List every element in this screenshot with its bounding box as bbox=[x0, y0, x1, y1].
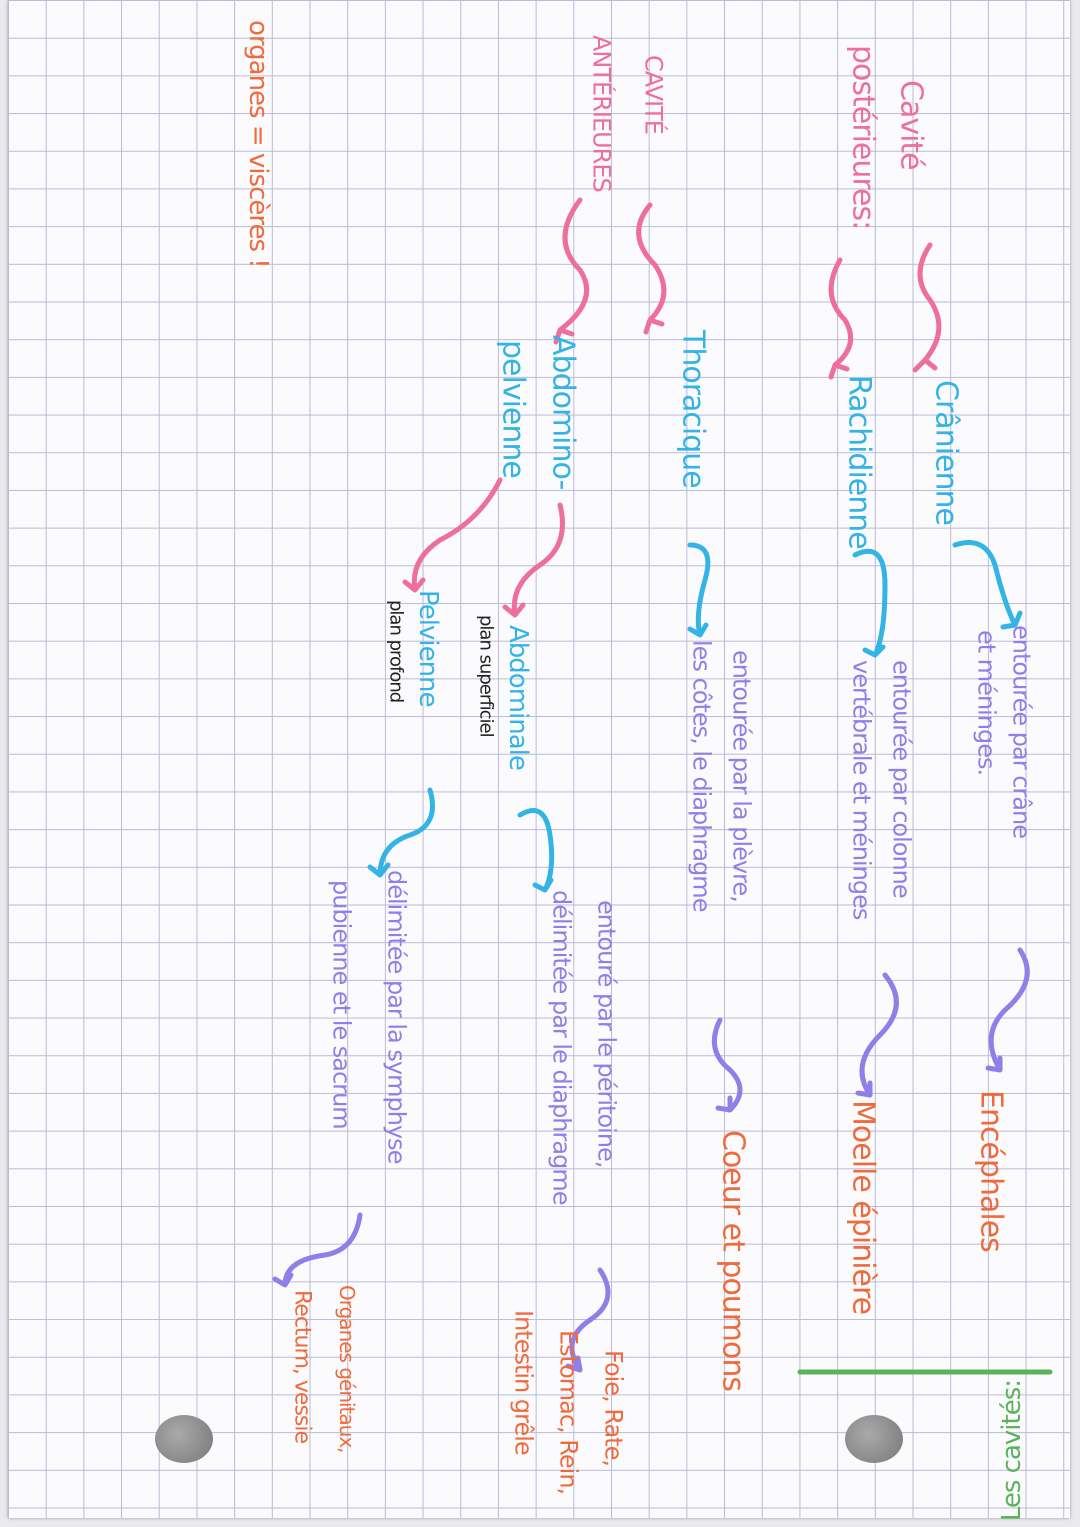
spinal-organs: Moelle épinière bbox=[845, 1100, 881, 1315]
punch-hole bbox=[155, 1415, 213, 1463]
graph-paper-sheet bbox=[8, 0, 1070, 1518]
thoracic-cavity: Thoracique bbox=[675, 330, 711, 488]
abdominal-desc-2: délimitée par le diaphragme bbox=[547, 890, 576, 1205]
abdominopelvic-cavity-2: pelvienne bbox=[495, 340, 531, 478]
cranial-desc-1: entourée par crâne bbox=[1007, 625, 1036, 838]
pelvic-cavity: Pelvienne bbox=[413, 590, 444, 707]
spinal-desc-1: entourée par colonne bbox=[887, 660, 916, 898]
anterior-heading: CAVITÉ bbox=[639, 55, 668, 134]
page-title: Les cavités: bbox=[997, 1380, 1027, 1522]
posterior-heading-2: postérieures: bbox=[845, 45, 881, 230]
arrow-pelvic-desc bbox=[367, 787, 435, 878]
spinal-desc-2: vertébrale et méninges bbox=[847, 660, 876, 920]
arrow-cranial-organs bbox=[985, 947, 1030, 1073]
pelvic-desc-2: pubienne et le sacrum bbox=[327, 880, 356, 1129]
arrow-cranial-desc bbox=[952, 540, 1023, 630]
arrow-pelvic-organs bbox=[272, 1212, 363, 1288]
arrow-anterior-thoracic bbox=[636, 202, 667, 335]
abdominal-desc-1: entouré par le péritoine, bbox=[592, 900, 621, 1168]
arrow-spinal-organs bbox=[855, 972, 899, 1098]
abdominal-organs-2: Estomac, Rein, bbox=[554, 1330, 583, 1495]
viscera-note: organes = viscères ! bbox=[243, 20, 274, 268]
cranial-desc-2: et méninges. bbox=[972, 630, 1001, 776]
posterior-heading: Cavité bbox=[893, 80, 929, 170]
cranial-organs: Encéphales bbox=[973, 1090, 1009, 1252]
arrow-abdo-abdominal bbox=[502, 502, 565, 618]
arrow-posterior-spinal bbox=[828, 257, 854, 380]
abdominal-cavity: Abdominale bbox=[503, 625, 534, 770]
pelvic-organs-2: Rectum, vessie bbox=[289, 1290, 315, 1444]
spinal-cavity: Rachidienne bbox=[841, 375, 877, 549]
anterior-heading-2: ANTÉRIEURES bbox=[587, 35, 616, 192]
abdominopelvic-cavity-1: Abdomino- bbox=[545, 335, 581, 490]
abdominal-organs-1: Foie, Rate, bbox=[599, 1350, 628, 1466]
arrow-abdo-pelvic bbox=[402, 477, 503, 593]
abdominal-plan: plan superficiel bbox=[475, 615, 497, 737]
pelvic-plan: plan profond bbox=[385, 600, 407, 703]
abdominal-organs-3: Intestin grêle bbox=[509, 1310, 538, 1455]
cranial-cavity: Crânienne bbox=[928, 380, 964, 525]
arrow-thoracic-organs bbox=[711, 1017, 743, 1113]
punch-hole bbox=[845, 1415, 903, 1463]
arrow-abdominal-desc bbox=[517, 808, 555, 893]
arrow-anterior-abdopelvic bbox=[553, 197, 590, 345]
thoracic-desc-1: entourée par la plèvre, bbox=[727, 650, 756, 902]
arrow-thoracic-desc bbox=[687, 542, 711, 638]
pelvic-organs-1: Organes génitaux, bbox=[335, 1285, 359, 1453]
arrow-spinal-desc bbox=[852, 548, 888, 658]
arrow-posterior-cranial bbox=[912, 242, 942, 373]
thoracic-desc-2: les côtes, le diaphragme bbox=[687, 640, 716, 912]
arrow-abdominal-organs bbox=[565, 1267, 611, 1373]
thoracic-organs: Coeur et poumons bbox=[715, 1130, 751, 1392]
pelvic-desc-1: délimitée par la symphyse bbox=[382, 870, 411, 1164]
